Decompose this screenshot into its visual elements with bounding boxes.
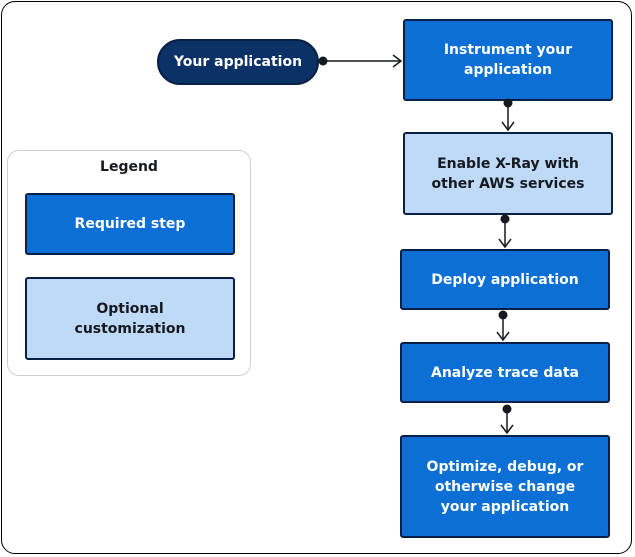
legend: Legend Required step Optional customizat… [7, 150, 251, 376]
arrowhead [496, 331, 510, 342]
legend-required-label: Required step [74, 216, 186, 232]
step-label: Deploy application [431, 271, 579, 288]
start-node: Your application [157, 39, 319, 85]
arrowhead [500, 424, 514, 435]
step-label: Analyze trace data [430, 364, 579, 381]
step-label: Enable X-Ray with other AWS services [431, 155, 585, 192]
step-enable-xray: Enable X-Ray with other AWS services [403, 132, 613, 215]
step-analyze: Analyze trace data [400, 342, 610, 403]
step-deploy: Deploy application [400, 249, 610, 310]
legend-required-step: Required step [25, 193, 235, 255]
connector-dot [503, 98, 513, 108]
step-instrument: Instrument your application [403, 19, 613, 101]
connector-dot [500, 214, 510, 224]
step-label: Instrument your application [443, 42, 573, 78]
connector-dot [498, 310, 508, 320]
step-label: Optimize, debug, or otherwise change you… [426, 458, 584, 515]
connector-dot [318, 56, 328, 66]
legend-title: Legend [100, 159, 158, 175]
connector-dot [502, 404, 512, 414]
arrowhead [392, 54, 403, 68]
arrowhead [501, 121, 515, 132]
legend-optional-customization: Optional customization [25, 277, 235, 360]
arrowhead [498, 238, 512, 249]
start-node-label: Your application [173, 54, 303, 70]
step-optimize: Optimize, debug, or otherwise change you… [400, 435, 610, 538]
legend-optional-label: Optional customization [74, 300, 186, 337]
